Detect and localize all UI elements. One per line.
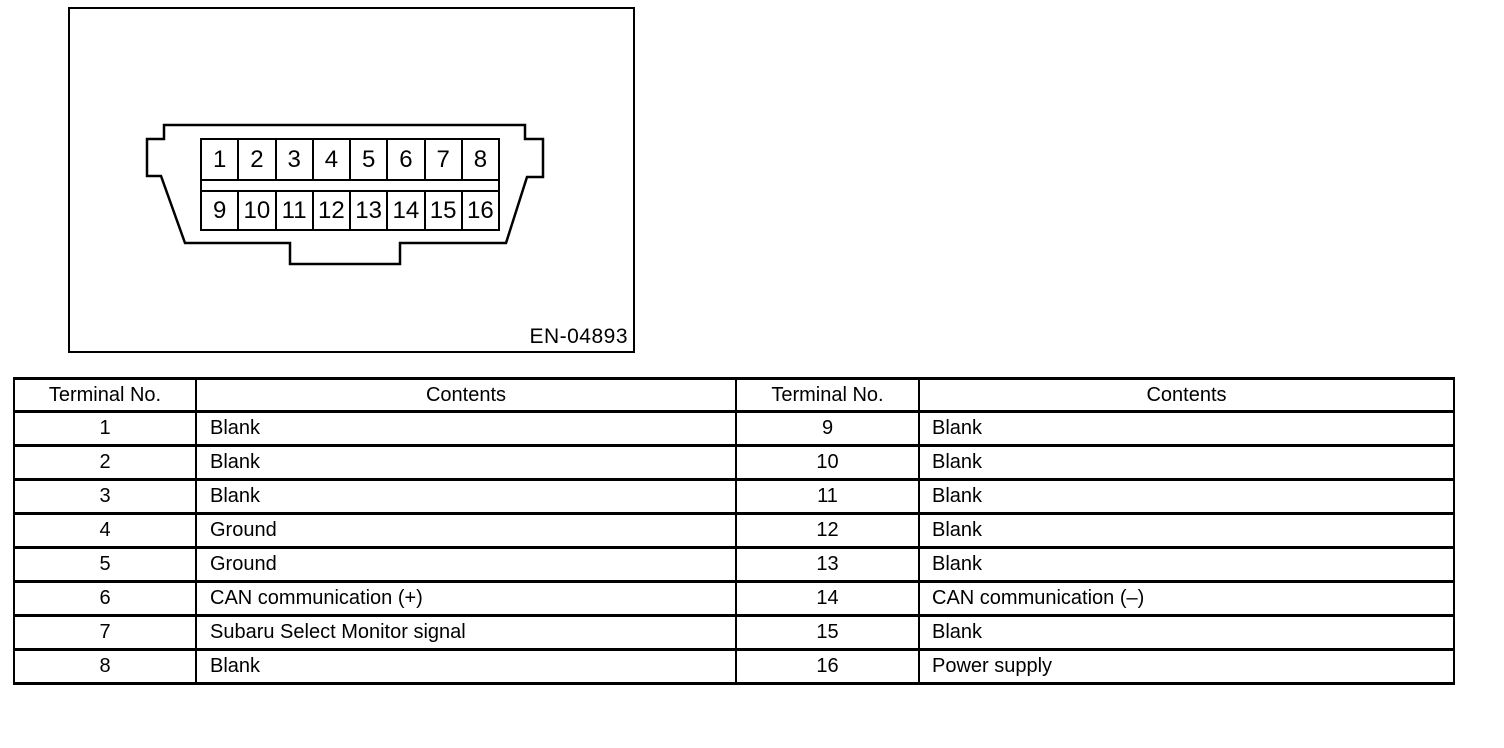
connector-pin: 9 bbox=[202, 192, 240, 229]
terminal-no-cell: 5 bbox=[13, 546, 197, 583]
table-row: 7 Subaru Select Monitor signal 15 Blank bbox=[13, 614, 1455, 651]
pin-grid-divider bbox=[202, 179, 498, 192]
contents-cell: Blank bbox=[918, 444, 1455, 481]
table-row: 8 Blank 16 Power supply bbox=[13, 648, 1455, 685]
header-contents-right: Contents bbox=[918, 377, 1455, 413]
table-header-row: Terminal No. Contents Terminal No. Conte… bbox=[13, 377, 1455, 413]
figure-id-label: EN-04893 bbox=[529, 325, 628, 348]
connector-pin: 8 bbox=[473, 145, 488, 173]
connector-pin: 16 bbox=[467, 196, 494, 224]
connector-pin: 7 bbox=[426, 140, 463, 179]
connector-pin: 11 bbox=[277, 192, 314, 229]
pin-grid: 1 2 3 4 5 6 7 8 9 10 11 12 13 14 15 16 bbox=[200, 138, 500, 231]
terminal-no-cell: 14 bbox=[735, 580, 920, 617]
terminal-no-cell: 1 bbox=[13, 410, 197, 447]
terminal-no-cell: 10 bbox=[735, 444, 920, 481]
table-row: 6 CAN communication (+) 14 CAN communica… bbox=[13, 580, 1455, 617]
table-row: 1 Blank 9 Blank bbox=[13, 410, 1455, 447]
header-terminal-no-left: Terminal No. bbox=[13, 377, 197, 413]
pin-row-bottom: 9 10 11 12 13 14 15 16 bbox=[202, 192, 498, 229]
contents-cell: Power supply bbox=[918, 648, 1455, 685]
connector-outline bbox=[145, 123, 545, 266]
connector-pin: 4 bbox=[314, 140, 351, 179]
contents-cell: Blank bbox=[195, 444, 737, 481]
contents-cell: Blank bbox=[918, 478, 1455, 515]
contents-cell: Blank bbox=[918, 614, 1455, 651]
terminal-no-cell: 15 bbox=[735, 614, 920, 651]
connector-pin: 13 bbox=[351, 192, 389, 229]
terminal-no-cell: 11 bbox=[735, 478, 920, 515]
terminal-no-cell: 2 bbox=[13, 444, 197, 481]
terminal-no-cell: 6 bbox=[13, 580, 197, 617]
contents-cell: Blank bbox=[918, 546, 1455, 583]
contents-cell: Blank bbox=[918, 512, 1455, 549]
connector-pin: 10 bbox=[239, 192, 277, 229]
terminal-no-cell: 12 bbox=[735, 512, 920, 549]
connector-pin: 2 bbox=[239, 140, 277, 179]
table-row: 2 Blank 10 Blank bbox=[13, 444, 1455, 481]
terminal-no-cell: 8 bbox=[13, 648, 197, 685]
terminal-no-cell: 4 bbox=[13, 512, 197, 549]
contents-cell: Blank bbox=[918, 410, 1455, 447]
table-row: 4 Ground 12 Blank bbox=[13, 512, 1455, 549]
connector-pin: 6 bbox=[388, 140, 426, 179]
connector-pin: 15 bbox=[426, 192, 463, 229]
table-row: 3 Blank 11 Blank bbox=[13, 478, 1455, 515]
connector-pin: 1 bbox=[202, 140, 240, 179]
contents-cell: CAN communication (+) bbox=[195, 580, 737, 617]
contents-cell: CAN communication (–) bbox=[918, 580, 1455, 617]
header-terminal-no-right: Terminal No. bbox=[735, 377, 920, 413]
connector-pin: 14 bbox=[388, 192, 426, 229]
terminal-no-cell: 9 bbox=[735, 410, 920, 447]
terminal-no-cell: 16 bbox=[735, 648, 920, 685]
contents-cell: Ground bbox=[195, 512, 737, 549]
contents-cell: Blank bbox=[195, 648, 737, 685]
header-contents-left: Contents bbox=[195, 377, 737, 413]
contents-cell: Blank bbox=[195, 410, 737, 447]
terminal-no-cell: 13 bbox=[735, 546, 920, 583]
terminal-no-cell: 3 bbox=[13, 478, 197, 515]
connector-figure: 1 2 3 4 5 6 7 8 9 10 11 12 13 14 15 16 E… bbox=[68, 7, 635, 353]
table-row: 5 Ground 13 Blank bbox=[13, 546, 1455, 583]
terminal-no-cell: 7 bbox=[13, 614, 197, 651]
contents-cell: Blank bbox=[195, 478, 737, 515]
contents-cell: Ground bbox=[195, 546, 737, 583]
connector-pin: 5 bbox=[351, 140, 389, 179]
connector-pin: 3 bbox=[277, 140, 314, 179]
pin-row-top: 1 2 3 4 5 6 7 8 bbox=[202, 140, 498, 179]
connector-body-shape bbox=[145, 123, 545, 266]
connector-pin: 12 bbox=[314, 192, 351, 229]
contents-cell: Subaru Select Monitor signal bbox=[195, 614, 737, 651]
terminal-table: Terminal No. Contents Terminal No. Conte… bbox=[13, 377, 1455, 685]
